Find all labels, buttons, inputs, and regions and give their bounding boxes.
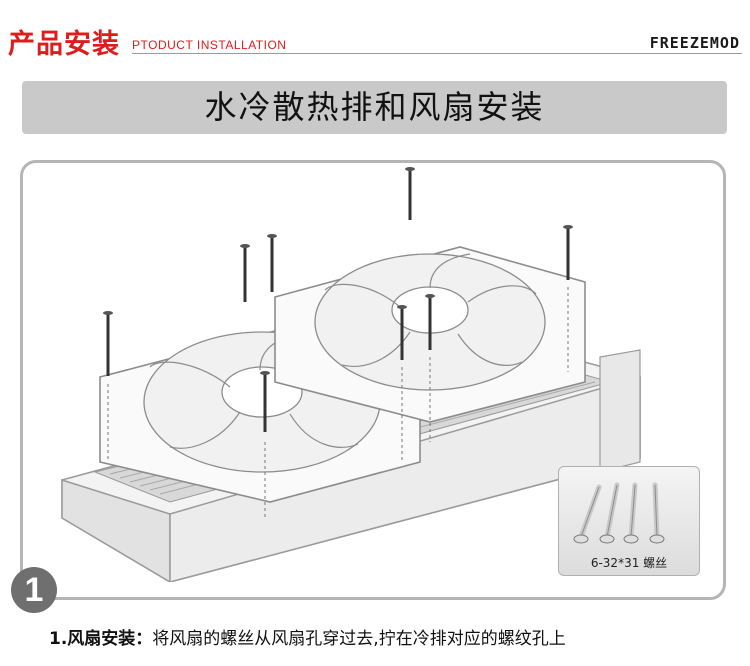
brand-logo: FREEZEMOD (650, 34, 740, 52)
inset-caption: 6-32*31 螺丝 (559, 554, 699, 571)
screws-photo-icon (559, 467, 699, 552)
page-header: 产品安装 PTODUCT INSTALLATION FREEZEMOD (0, 0, 750, 62)
section-title-en: PTODUCT INSTALLATION (132, 38, 286, 52)
step-label: 1.风扇安装： (49, 629, 152, 649)
step-text: 将风扇的螺丝从风扇孔穿过去,拧在冷排对应的螺纹孔上 (152, 629, 565, 649)
step-instruction: 1.风扇安装：将风扇的螺丝从风扇孔穿过去,拧在冷排对应的螺纹孔上 (49, 624, 566, 649)
step-number-badge: 1 (11, 567, 57, 613)
header-divider (132, 53, 742, 54)
title-banner: 水冷散热排和风扇安装 (22, 81, 727, 134)
banner-title: 水冷散热排和风扇安装 (204, 88, 544, 126)
section-title-cn: 产品安装 (8, 22, 120, 61)
screw-inset-photo: 6-32*31 螺丝 (558, 466, 700, 576)
